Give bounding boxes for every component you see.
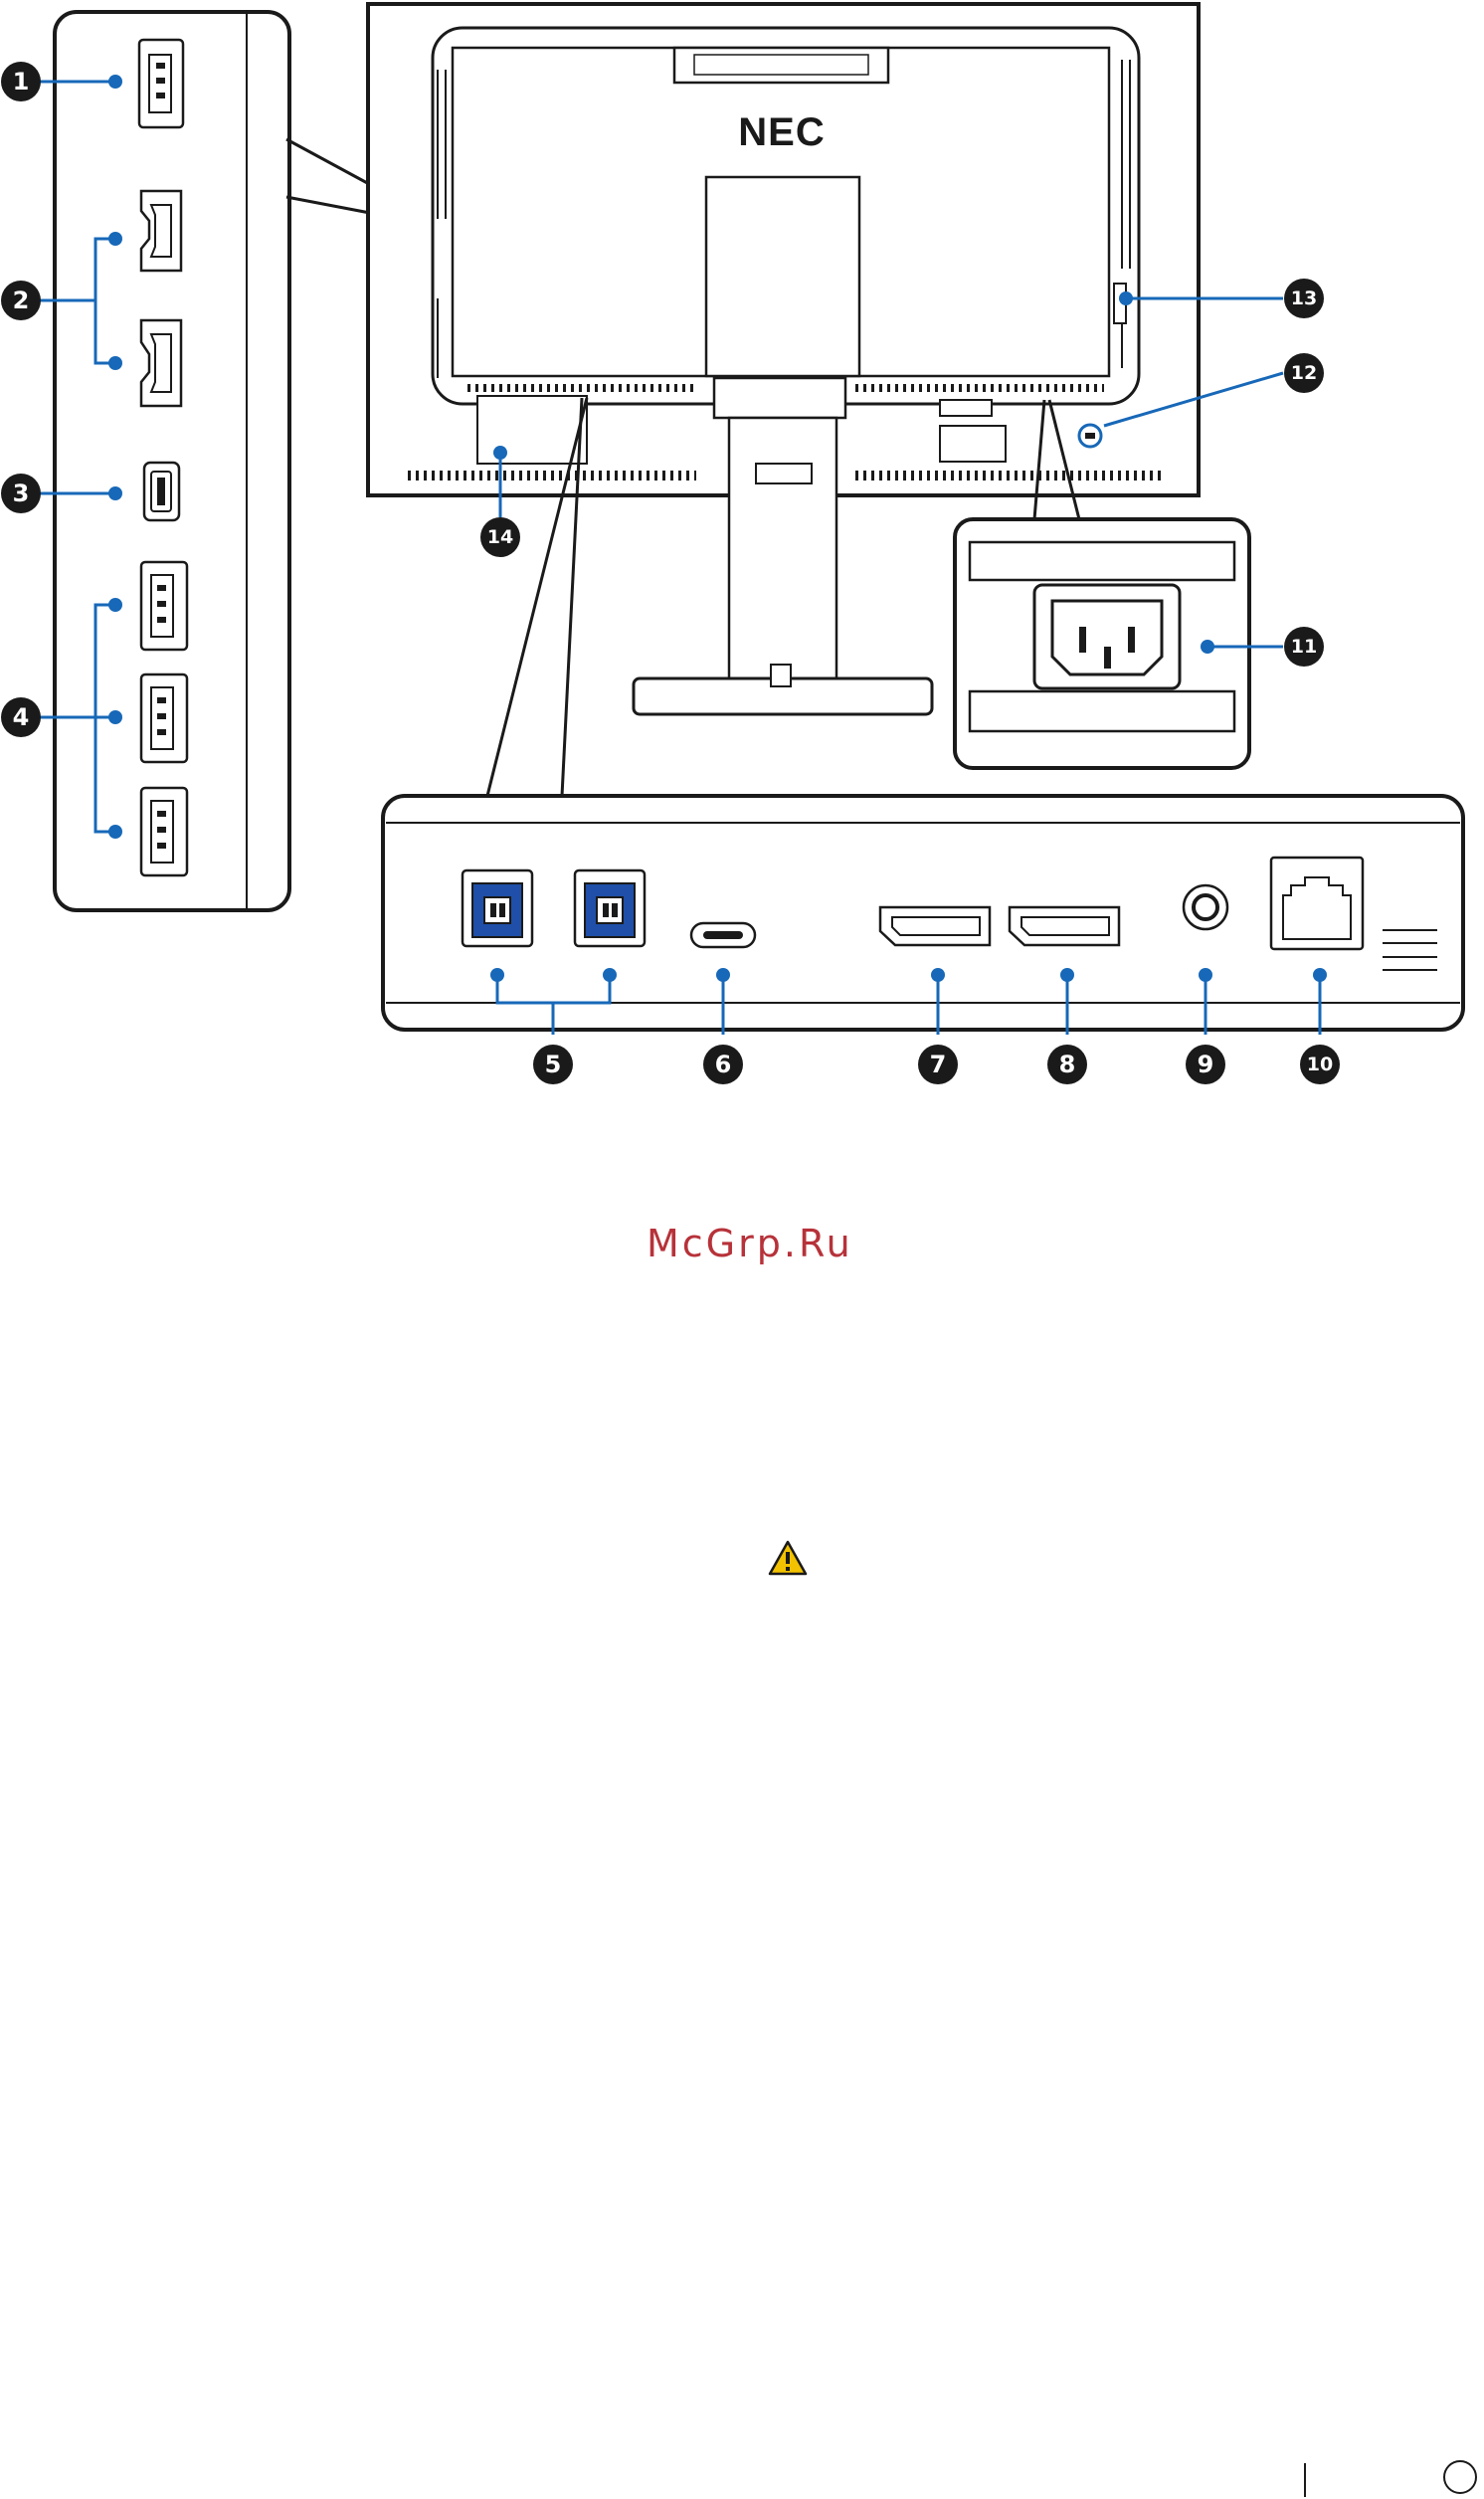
- svg-text:10: 10: [1307, 1054, 1333, 1075]
- svg-text:1: 1: [13, 68, 30, 96]
- callout-7: 7: [918, 1045, 958, 1084]
- displayport-port-1-icon: [880, 907, 990, 945]
- callout-14: 14: [480, 517, 520, 557]
- displayport-port-2-icon: [1010, 907, 1119, 945]
- svg-text:13: 13: [1291, 288, 1317, 309]
- brand-logo: NEC: [738, 110, 825, 154]
- callout-9: 9: [1186, 1045, 1225, 1084]
- callout-4: 4: [1, 697, 41, 737]
- svg-text:5: 5: [545, 1051, 562, 1078]
- callout-2: 2: [1, 281, 41, 320]
- usb-c-port-icon: [691, 923, 755, 947]
- callout-12: 12: [1284, 353, 1324, 393]
- svg-text:11: 11: [1291, 636, 1317, 658]
- warning-triangle-icon: [768, 1540, 808, 1576]
- bottom-connector-panel: [383, 796, 1463, 1035]
- lan-port-icon: [1271, 858, 1363, 949]
- callout-5: 5: [533, 1045, 573, 1084]
- svg-text:7: 7: [930, 1051, 947, 1078]
- mini-displayport-port-icon: [144, 463, 179, 520]
- svg-text:6: 6: [715, 1051, 732, 1078]
- usb-b-upstream-port-1-icon: [463, 870, 532, 946]
- audio-jack-icon: [1184, 885, 1227, 929]
- power-connector-detail: [955, 519, 1283, 768]
- callout-3: 3: [1, 474, 41, 513]
- usb-a-port-2-icon: [141, 562, 187, 650]
- watermark-text: McGrp.Ru: [647, 1222, 853, 1265]
- callout-1: 1: [1, 62, 41, 101]
- svg-text:14: 14: [487, 526, 513, 548]
- svg-text:4: 4: [13, 703, 30, 731]
- callout-8: 8: [1047, 1045, 1087, 1084]
- svg-text:3: 3: [13, 480, 30, 507]
- usb-b-upstream-port-2-icon: [575, 870, 645, 946]
- footer-divider: [1304, 2463, 1306, 2497]
- ac-power-inlet-icon: [1034, 585, 1180, 688]
- usb-a-port-3-icon: [141, 674, 187, 762]
- svg-text:8: 8: [1059, 1051, 1076, 1078]
- footer-circle-icon: [1443, 2460, 1477, 2494]
- callout-11: 11: [1284, 627, 1324, 667]
- usb-a-port-top-icon: [139, 40, 183, 127]
- callout-10: 10: [1300, 1045, 1340, 1084]
- svg-text:2: 2: [13, 287, 30, 314]
- callout-6: 6: [703, 1045, 743, 1084]
- svg-text:12: 12: [1291, 362, 1317, 384]
- svg-text:9: 9: [1198, 1051, 1214, 1078]
- usb-a-port-4-icon: [141, 788, 187, 875]
- callout-13: 13: [1284, 279, 1324, 318]
